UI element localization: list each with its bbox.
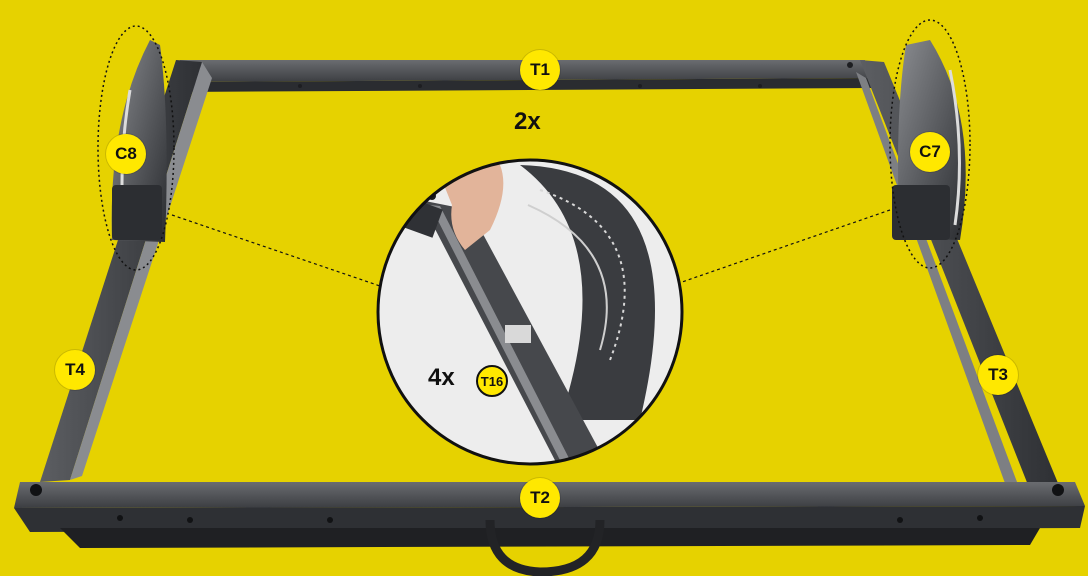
connector-line-right: [682, 210, 890, 282]
label-t16: T16: [476, 365, 508, 397]
connector-line-left: [172, 215, 380, 286]
label-t3: T3: [978, 355, 1018, 395]
detail-quantity-2x: 2x: [514, 108, 541, 136]
label-c8: C8: [106, 134, 146, 174]
detail-magnifier: [357, 150, 690, 470]
label-t2: T2: [520, 478, 560, 518]
label-c7: C7: [910, 132, 950, 172]
label-t1: T1: [520, 50, 560, 90]
label-t4: T4: [55, 350, 95, 390]
detail-quantity-4x: 4x: [428, 364, 455, 392]
